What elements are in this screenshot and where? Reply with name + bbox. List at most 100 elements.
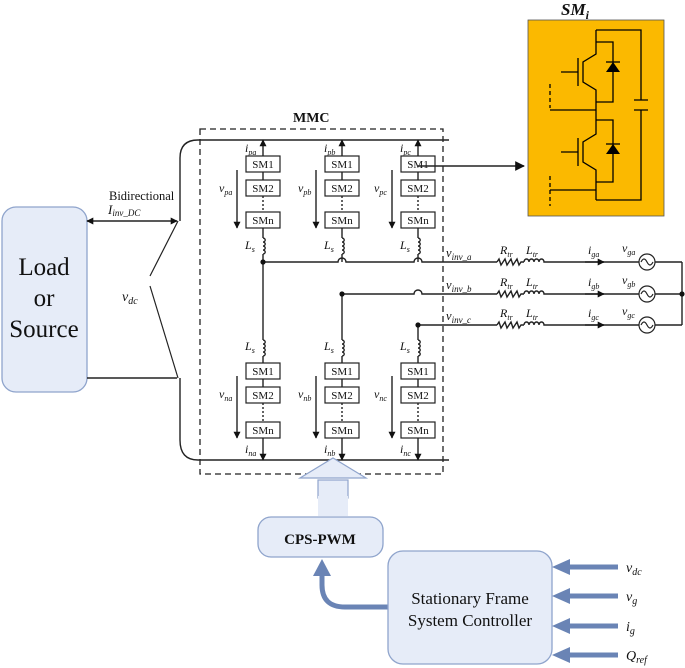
upper-arm-voltage-label: vpa <box>219 181 232 197</box>
upper-arm-inductor <box>417 237 421 255</box>
dc-positive-bus <box>179 139 449 221</box>
upper-submodule-label: SM2 <box>331 183 352 195</box>
lower-submodule-label: SMn <box>331 425 353 437</box>
lower-submodule-label: SMn <box>407 425 429 437</box>
controller-input-label: Qref <box>626 649 648 666</box>
lower-arm-inductor-label: Ls <box>244 339 255 355</box>
load-label: Load <box>18 254 70 281</box>
controller-line2: System Controller <box>408 611 533 630</box>
lower-arm-voltage-label: vnc <box>374 387 387 403</box>
inverter-voltage-label: vinv_b <box>446 278 472 294</box>
load-source-box <box>1 206 88 393</box>
controller-input-arrowhead <box>552 618 570 634</box>
transformer-resistance <box>496 257 524 267</box>
transformer-inductance <box>523 258 640 263</box>
lower-submodule-label: SM1 <box>407 366 428 378</box>
upper-submodule-label: SMn <box>252 215 274 227</box>
controller-input-label: vdc <box>626 561 642 578</box>
upper-submodule-label: SM2 <box>252 183 273 195</box>
controller-input-arrowhead <box>552 647 570 663</box>
upper-igbt <box>582 30 597 110</box>
lower-submodule-label: SM2 <box>407 390 428 402</box>
transformer-inductance <box>523 321 640 326</box>
load-source-block: Load or Source <box>1 206 88 393</box>
inverter-voltage-label: vinv_c <box>446 309 471 325</box>
lower-submodule-label: SM2 <box>252 390 273 402</box>
submodule-dc-rails <box>596 29 642 201</box>
controller-input-arrowhead <box>552 588 570 604</box>
lower-arm-current-label: inc <box>400 442 411 458</box>
controller-line1: Stationary Frame <box>411 589 529 608</box>
dc-current-label: Iinv_DC <box>107 202 141 218</box>
pwm-box <box>257 516 384 558</box>
lower-submodule-label: SM1 <box>331 366 352 378</box>
upper-arm-inductor-label: Ls <box>399 238 410 254</box>
upper-submodule-label: SM1 <box>252 159 273 171</box>
pwm-signal-arrow-body <box>317 479 349 499</box>
mmc-boundary <box>199 128 444 475</box>
transformer-resistance <box>496 320 524 330</box>
resistance-label: Rtr <box>499 306 514 322</box>
controller-to-pwm-arrowhead <box>313 559 331 576</box>
controller-box <box>387 550 553 665</box>
lower-arm-inductor <box>417 339 421 357</box>
upper-arm-inductor <box>341 237 345 255</box>
lower-submodule-label: SM1 <box>252 366 273 378</box>
upper-submodule-label: SMn <box>407 215 429 227</box>
upper-submodule-label: SM2 <box>407 183 428 195</box>
phase-node <box>415 322 421 328</box>
lower-diode <box>606 144 620 154</box>
sine-icon <box>640 321 654 329</box>
lower-igbt-gate <box>561 138 579 166</box>
mmc-title: MMC <box>293 111 330 126</box>
phase-bus <box>263 257 497 263</box>
upper-diode <box>606 62 620 72</box>
sine-icon <box>640 258 654 266</box>
lower-arm-inductor-label: Ls <box>323 339 334 355</box>
resistance-label: Rtr <box>499 275 514 291</box>
resistance-label: Rtr <box>499 243 514 259</box>
grid-current-label: igc <box>588 306 599 322</box>
upper-arm-voltage-label: vpc <box>374 181 387 197</box>
pwm-signal-arrow-stem <box>318 496 348 516</box>
submodule-title: SMi <box>561 0 590 22</box>
grid-voltage-label: vgc <box>622 304 635 320</box>
phase-node <box>339 291 345 297</box>
lower-arm-current-label: ina <box>245 442 256 458</box>
grid-voltage-label: vgb <box>622 273 635 289</box>
lower-arm-voltage-label: vna <box>219 387 232 403</box>
grid-current-label: iga <box>588 243 599 259</box>
phase-node <box>260 259 266 265</box>
inductance-label: Ltr <box>525 275 539 291</box>
controller-input-label: vg <box>626 590 637 607</box>
or-label: or <box>34 285 56 312</box>
upper-submodule-label: SM1 <box>407 159 428 171</box>
upper-arm-current-label: ipb <box>324 141 335 157</box>
lower-submodule-label: SMn <box>252 425 274 437</box>
upper-arm-current-label: ipa <box>245 141 256 157</box>
pwm-block: CPS-PWM <box>257 457 384 558</box>
vdc-brace <box>149 220 179 379</box>
upper-arm-inductor <box>262 237 266 255</box>
lower-igbt <box>582 110 597 200</box>
upper-igbt-gate <box>561 58 579 86</box>
neutral-node <box>679 291 685 297</box>
lower-arm-current-label: inb <box>324 442 335 458</box>
inductance-label: Ltr <box>525 243 539 259</box>
pwm-label: CPS-PWM <box>284 532 356 548</box>
lower-submodule-label: SM2 <box>331 390 352 402</box>
controller-input-label: ig <box>626 620 635 637</box>
controller-block: Stationary Frame System Controller vdc vg… <box>313 550 648 666</box>
inverter-voltage-label: vinv_a <box>446 246 472 262</box>
pwm-signal-arrow-head <box>297 457 369 479</box>
lower-arm-inductor <box>341 339 345 357</box>
dc-negative-bus <box>179 378 449 461</box>
